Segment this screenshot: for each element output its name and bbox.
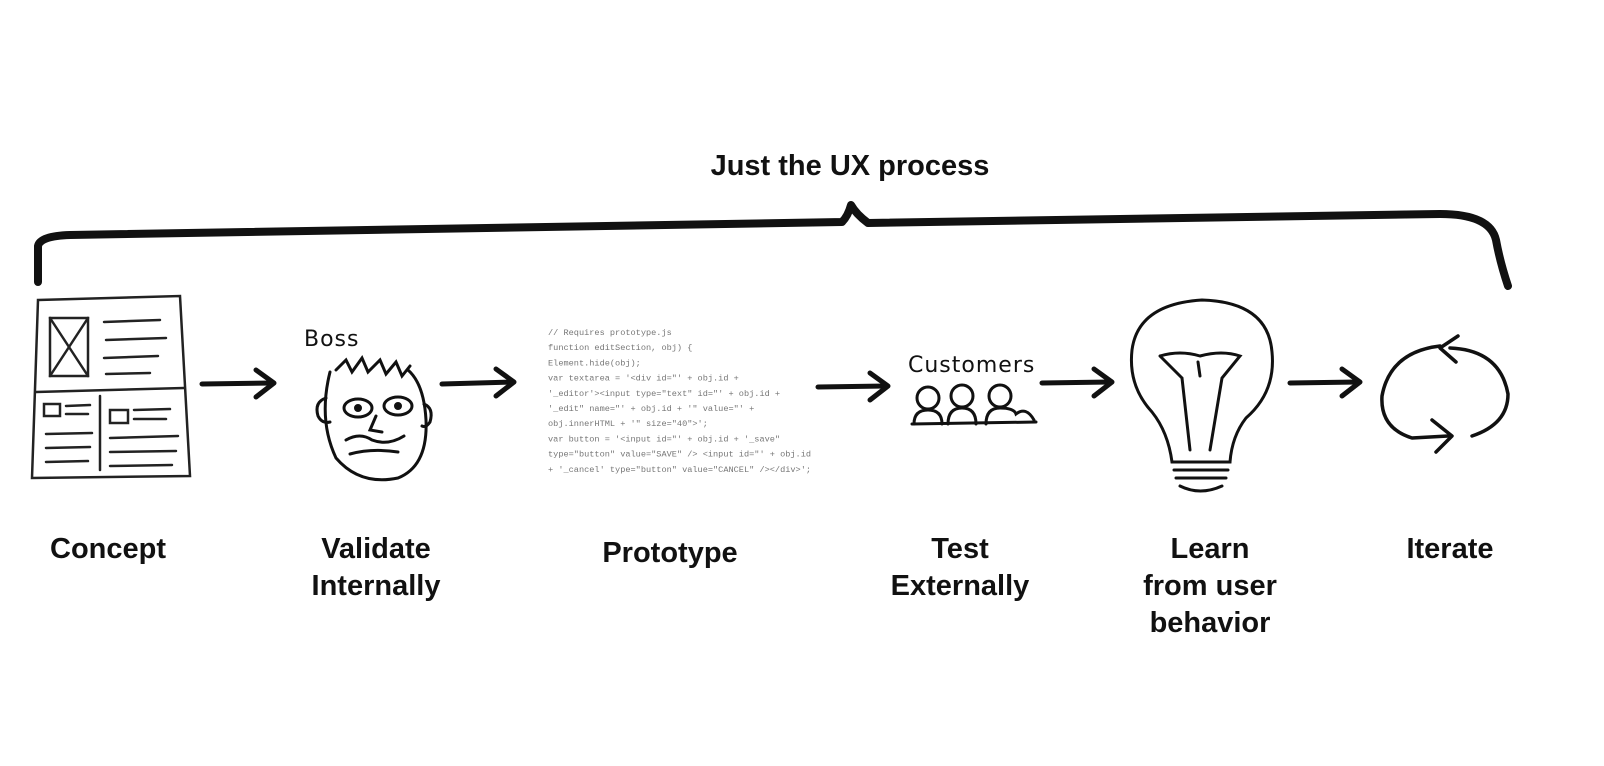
boss-face-icon: Boss (304, 327, 433, 482)
arrow-icon (815, 370, 891, 403)
code-line: + '_cancel' type="button" value="CANCEL"… (548, 465, 811, 475)
boss-caption: Boss (304, 327, 359, 352)
arrow-icon (1039, 366, 1115, 399)
code-line: '_edit" name="' + obj.id + '" value="' + (548, 404, 754, 414)
code-line: obj.innerHTML + '" size="40">'; (548, 419, 708, 429)
code-line: '_editor'><input type="text" id="' + obj… (548, 389, 780, 399)
step-label-test-externally: Test Externally (890, 533, 1030, 602)
cycle-arrows-icon (1380, 334, 1510, 454)
code-line: var textarea = '<div id="' + obj.id + (548, 374, 739, 384)
code-line: function editSection, obj) { (548, 343, 692, 353)
brace (34, 201, 1512, 290)
arrow-icon (439, 366, 517, 399)
code-snippet-icon: // Requires prototype.js function editSec… (548, 328, 811, 475)
step-label-learn-from-user-behavior: Learn from user behavior (1143, 533, 1277, 639)
customers-group-icon: Customers (908, 353, 1038, 426)
code-line: // Requires prototype.js (548, 328, 672, 338)
step-label-validate-internally: Validate Internally (311, 533, 441, 602)
step-label-prototype: Prototype (602, 537, 738, 569)
arrow-icon (1287, 366, 1363, 399)
arrow-icon (199, 367, 277, 400)
lightbulb-icon (1129, 298, 1274, 493)
diagram-title: Just the UX process (710, 150, 990, 182)
wireframe-sketch-icon (30, 294, 192, 480)
step-label-iterate: Iterate (1406, 533, 1494, 565)
code-line: var button = '<input id="' + obj.id + '_… (548, 434, 780, 444)
code-line: Element.hide(obj); (548, 358, 641, 368)
customers-caption: Customers (908, 353, 1035, 378)
step-label-concept: Concept (50, 533, 166, 565)
code-line: type="button" value="SAVE" /> <input id=… (548, 450, 811, 460)
